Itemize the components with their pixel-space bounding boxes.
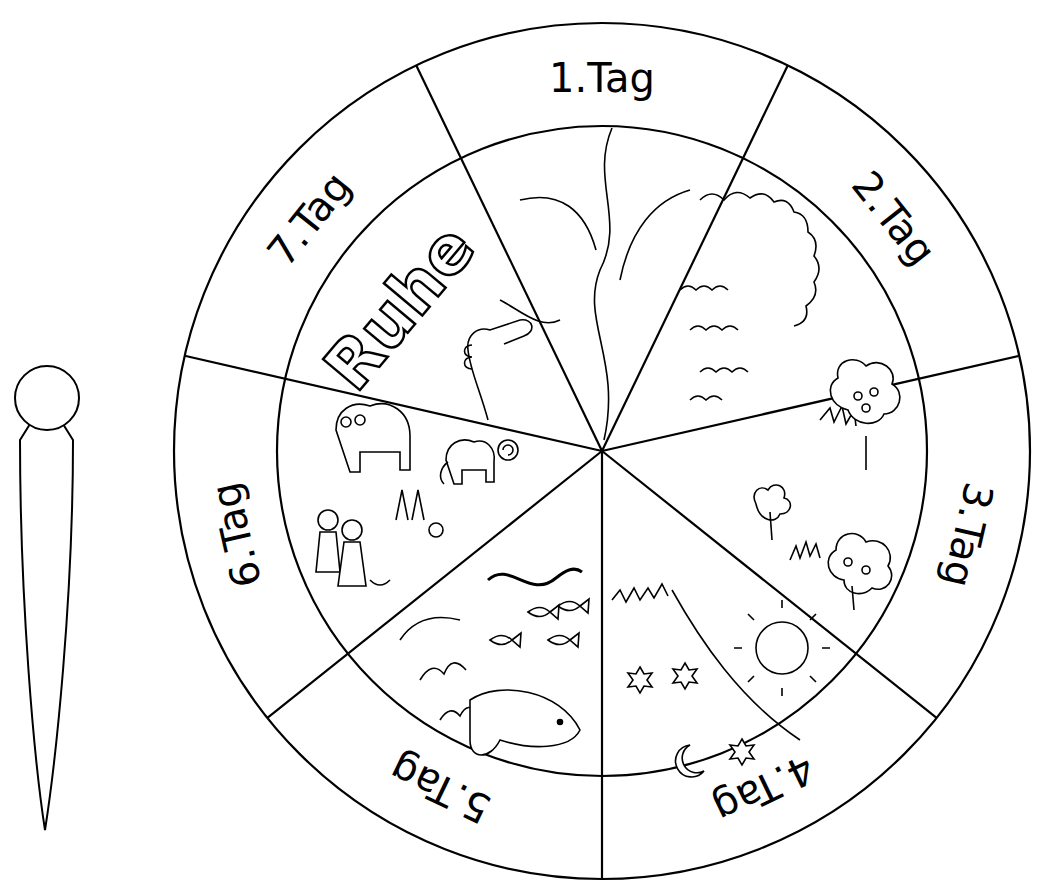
- pointer-part: [15, 366, 79, 430]
- day3-plants-part: [790, 542, 820, 560]
- day3-plants-part: [854, 392, 862, 400]
- day2-sky-water: [680, 192, 819, 400]
- day1-light: [520, 128, 690, 440]
- day-label: 1.Tag: [549, 58, 655, 98]
- wheel-outline-part: [602, 65, 788, 451]
- day4-sun-moon-stars-part: [673, 663, 697, 689]
- day5-fish-birds-part: [548, 633, 579, 647]
- day3-plants-part: [754, 485, 790, 520]
- day7-hand-part: [500, 300, 560, 323]
- day5-fish-birds-part: [470, 690, 580, 755]
- day-label: 4.Tag: [708, 748, 821, 830]
- day5-fish-birds: [400, 569, 589, 755]
- rest-word: Ruhe: [314, 214, 486, 402]
- day6-animals-people-part: [503, 445, 513, 455]
- day6-animals-people-part: [370, 580, 390, 585]
- day3-plants-part: [852, 586, 854, 610]
- day4-sun-moon-stars-part: [612, 584, 668, 602]
- day4-sun-moon-stars-part: [628, 667, 652, 693]
- day6-animals-people-part: [429, 523, 443, 537]
- day7-hand: [465, 300, 561, 420]
- day6-animals-people-part: [318, 510, 338, 530]
- day6-animals-people-part: [341, 417, 351, 427]
- day3-plants-part: [828, 534, 892, 594]
- day6-animals-people-part: [498, 440, 518, 460]
- day4-sun-moon-stars-part: [734, 600, 830, 696]
- day6-animals-people: [316, 404, 518, 586]
- day6-animals-people-part: [316, 532, 340, 572]
- day2-sky-water-part: [680, 286, 728, 290]
- day1-light-part: [520, 197, 596, 250]
- day5-fish-birds-part: [488, 569, 582, 585]
- day3-plants: [754, 360, 900, 610]
- wheel-outline-part: [601, 451, 603, 879]
- day5-fish-birds-part: [558, 720, 563, 725]
- day3-plants-part: [865, 436, 867, 470]
- day7-hand-part: [468, 320, 532, 420]
- day5-fish-birds-part: [528, 605, 559, 619]
- day6-animals-people-part: [441, 462, 448, 484]
- day3-plants-part: [844, 558, 852, 566]
- day5-fish-birds-part: [490, 633, 521, 647]
- day3-plants-part: [830, 360, 900, 424]
- day2-sky-water-part: [690, 396, 722, 400]
- day6-animals-people-part: [342, 520, 362, 540]
- day3-plants-part: [862, 404, 870, 412]
- day4-sun-moon-stars-part: [756, 622, 808, 674]
- day-label: 3.Tag: [937, 479, 1000, 591]
- day4-sun-moon-stars-part: [730, 739, 754, 765]
- day4-sun-moon-stars-part: [676, 745, 704, 777]
- day3-plants-part: [870, 388, 878, 396]
- day6-animals-people-part: [396, 490, 424, 520]
- day-label: 6.Tag: [205, 479, 268, 591]
- day5-fish-birds-part: [558, 599, 589, 613]
- day1-light-part: [620, 190, 690, 280]
- day3-plants-part: [862, 566, 870, 574]
- wheel-outline-part: [174, 23, 1030, 879]
- day7-hand-part: [465, 345, 473, 369]
- day6-animals-people-part: [446, 440, 494, 484]
- day2-sky-water-part: [700, 192, 819, 326]
- wheel-outline: [174, 23, 1030, 879]
- day2-sky-water-part: [690, 326, 738, 330]
- day-label: 5.Tag: [384, 748, 497, 830]
- day-label: 7.Tag: [260, 165, 357, 273]
- day5-fish-birds-part: [400, 618, 460, 641]
- wheel-outline-part: [602, 451, 937, 718]
- day1-light-part: [594, 128, 612, 440]
- day2-sky-water-part: [700, 368, 748, 372]
- day5-fish-birds-part: [420, 663, 466, 680]
- wheel-outline-part: [602, 356, 1019, 451]
- wheel-outline-part: [267, 451, 602, 718]
- day6-animals-people-part: [336, 404, 410, 472]
- pointer-part: [20, 424, 73, 830]
- day3-plants-part: [770, 512, 772, 540]
- day-label: 2.Tag: [845, 164, 942, 272]
- day4-sun-moon-stars: [612, 584, 830, 777]
- day6-animals-people-part: [355, 415, 365, 425]
- day6-animals-people-part: [338, 542, 366, 586]
- pointer: [15, 366, 79, 830]
